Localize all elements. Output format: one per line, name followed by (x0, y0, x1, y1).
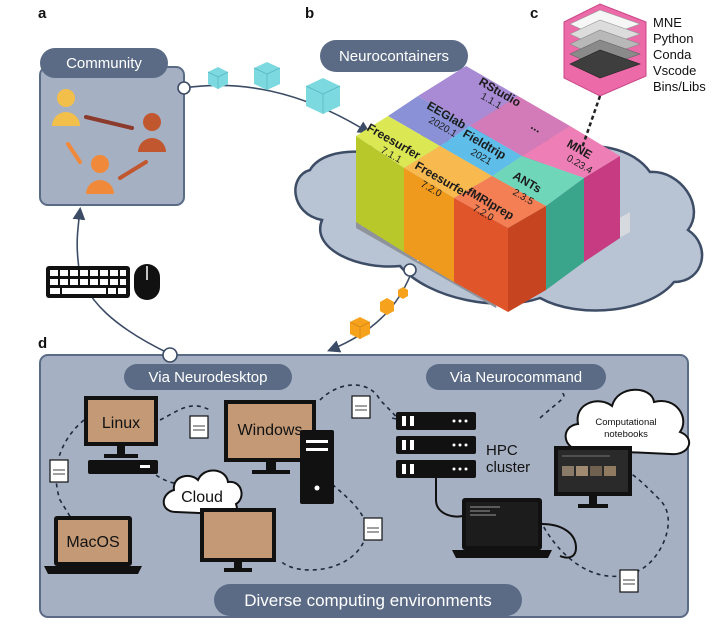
code-document-icon-2 (351, 395, 371, 419)
environments-connector-node (162, 347, 178, 363)
accessibility-connector-node (403, 263, 417, 277)
computational-label-line2: notebooks (604, 429, 648, 440)
community-connector-node (177, 81, 191, 95)
via-neurocommand-pill (426, 364, 606, 390)
block-fmriprep (454, 176, 546, 312)
laptop-cable (541, 523, 578, 559)
mne-stack-item-2: Conda (653, 47, 692, 62)
cube-icon-large (305, 78, 341, 114)
macos-laptop (44, 516, 142, 574)
community-label: Community (66, 55, 142, 72)
code-document-icon-5 (619, 569, 639, 593)
hpc-server-rack-icon (396, 412, 476, 478)
orange-cube-icon-large (349, 317, 371, 339)
via-neurocommand-label: Via Neurocommand (450, 369, 582, 386)
via-neurodesktop-label: Via Neurodesktop (149, 369, 268, 386)
cloud-monitor (200, 508, 276, 572)
neurocontainers-label: Neurocontainers (339, 48, 449, 65)
terminal-laptop (452, 498, 552, 558)
block-freesurfer-711 (356, 116, 440, 252)
keyboard-icon (46, 266, 130, 298)
block-freesurfer-720 (404, 146, 492, 282)
code-document-icon-4 (363, 517, 383, 541)
block-ants (492, 156, 584, 290)
block-eeglab (388, 96, 470, 146)
panel-letter-c: c (530, 5, 538, 22)
diverse-environments-label: Diverse computing environments (244, 591, 492, 610)
container-blocks (356, 66, 620, 312)
macos-label: MacOS (66, 534, 119, 551)
panel-letter-b: b (305, 5, 314, 22)
person-orange-icon (86, 155, 114, 194)
code-document-icon-3 (49, 459, 69, 483)
via-neurodesktop-pill (124, 364, 292, 390)
community-to-containers-arrow (183, 84, 371, 134)
block-mne (522, 126, 620, 262)
linux-desktop-box-icon (88, 460, 158, 474)
community-pill (40, 48, 168, 78)
windows-label: Windows (238, 422, 303, 439)
mne-zoom-line (580, 95, 602, 149)
block-fieldtrip (440, 126, 522, 176)
containers-to-environments-arrow (327, 275, 411, 353)
mouse-icon (134, 264, 160, 300)
community-panel: Community (39, 48, 185, 206)
diverse-environments-pill (214, 584, 522, 616)
notebook-monitor (554, 446, 632, 508)
linux-label: Linux (102, 415, 140, 432)
neurocontainers-pill (320, 40, 468, 72)
hpc-label-line2: cluster (486, 459, 530, 476)
cube-icon-medium (253, 62, 281, 90)
code-document-icon-1 (189, 415, 209, 439)
mne-layer-stack (563, 3, 647, 97)
mne-stack-item-1: Python (653, 31, 693, 46)
computational-label-line1: Computational (595, 417, 656, 428)
orange-cube-icon-small (398, 287, 408, 299)
cloud-label: Cloud (181, 489, 223, 506)
person-yellow-icon (52, 89, 80, 126)
pc-tower-icon (300, 430, 334, 504)
notebook-cloud-icon (564, 388, 691, 456)
person-brown-icon (138, 113, 166, 152)
mne-stack-item-0: MNE (653, 15, 682, 30)
hpc-label-line1: HPC (486, 442, 518, 459)
linux-monitor (84, 396, 158, 474)
mne-stack-item-3: Vscode (653, 63, 696, 78)
cube-icon-small (207, 67, 229, 89)
panel-letter-a: a (38, 5, 47, 22)
mne-stack-item-4: Bins/Libs (653, 79, 706, 94)
orange-cube-icon-medium (380, 298, 394, 315)
panel-letter-d: d (38, 335, 47, 352)
